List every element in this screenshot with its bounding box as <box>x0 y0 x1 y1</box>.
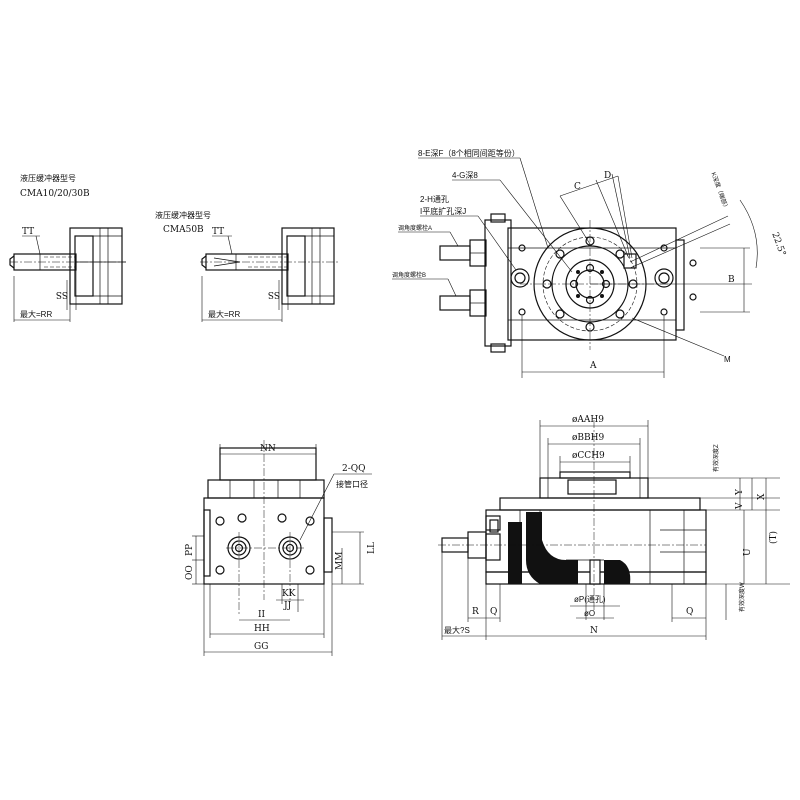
buffer-cma10-title: 液压缓冲器型号 <box>20 173 76 183</box>
label-ii: II <box>258 610 266 620</box>
label-8e-holes: 8-E深F（8个相同间距等份） <box>418 148 520 158</box>
label-2qq: 2-QQ <box>342 464 366 474</box>
buffer-cma10-tt: TT <box>22 227 34 237</box>
section-fill-center <box>526 512 578 584</box>
adjust-bolt-b-label: 调角度螺栓B <box>392 271 426 279</box>
label-x: X <box>757 493 767 500</box>
label-2h-sub: I平底扩孔深J <box>420 206 466 216</box>
label-n: N <box>590 626 598 636</box>
buffer-cma10-rr: 最大=RR <box>20 309 52 319</box>
buffer-cma50-group: 液压缓冲器型号 CMA50B TT SS 最大=RR <box>155 210 338 322</box>
label-y: Y <box>735 488 745 496</box>
buffer-cma50-title: 液压缓冲器型号 <box>155 210 211 220</box>
adjust-bolt-b <box>439 295 471 311</box>
label-k-depth: K深度（端部） <box>709 171 730 211</box>
label-m: M <box>724 355 731 364</box>
side-view-group: NN 2-QQ 接管口径 PP OO LL MM KK JJ II HH <box>185 440 377 656</box>
label-q-left: Q <box>490 607 497 617</box>
label-2qq-sub: 接管口径 <box>336 479 368 489</box>
front-view-group: øAAH9 øBBH9 øCCH9 有效深度Z Y V X (T) U 有效深度… <box>438 415 790 640</box>
label-v: V <box>735 502 745 510</box>
label-o: øO <box>584 609 595 618</box>
label-gg: GG <box>254 642 268 652</box>
label-s-max: 最大?S <box>444 625 470 635</box>
label-r: R <box>472 607 479 617</box>
label-mm: MM <box>335 552 345 570</box>
label-p-through: øP(通孔) <box>574 594 606 604</box>
label-cch9: øCCH9 <box>572 451 605 461</box>
buffer-cma10-model: CMA10/20/30B <box>20 189 90 199</box>
label-pp: PP <box>185 544 195 556</box>
label-w-depth: 有效深度W <box>738 582 746 612</box>
label-u: U <box>743 548 753 556</box>
buffer-cma10-nut <box>74 235 94 297</box>
top-view-group: 调角度螺栓A 调角度螺栓B <box>392 148 787 378</box>
label-d: D <box>604 171 611 181</box>
label-c: C <box>574 182 581 192</box>
label-b: B <box>728 275 735 285</box>
label-2h-holes: 2-H通孔 <box>420 194 449 204</box>
buffer-cma10-ss: SS <box>56 289 68 299</box>
label-22-5: 22.5° <box>769 231 787 257</box>
buffer-cma50-ss: SS <box>268 289 280 299</box>
label-oo: OO <box>185 565 195 580</box>
section-fill-left <box>508 522 522 584</box>
buffer-cma10-body <box>69 227 123 305</box>
adjust-bolt-a <box>439 245 471 261</box>
label-hh: HH <box>254 624 270 634</box>
label-bbh9: øBBH9 <box>572 433 604 443</box>
buffer-cma50-tt: TT <box>212 227 224 237</box>
adjust-bolt-a-label: 调角度螺栓A <box>398 224 432 232</box>
label-aah9: øAAH9 <box>572 415 604 425</box>
label-z-depth: 有效深度Z <box>712 444 720 472</box>
label-q-right: Q <box>686 607 693 617</box>
label-a: A <box>589 361 597 371</box>
label-4g-holes: 4-G深8 <box>452 171 478 180</box>
buffer-cma50-model: CMA50B <box>163 225 204 235</box>
buffer-cma50-body <box>281 227 335 305</box>
label-t: (T) <box>768 531 779 544</box>
buffer-cma10-group: 液压缓冲器型号 CMA10/20/30B TT SS 最大=RR <box>9 173 126 322</box>
label-ll: LL <box>367 542 377 554</box>
label-jj: JJ <box>283 601 292 611</box>
label-nn: NN <box>260 444 276 454</box>
buffer-cma50-rr: 最大=RR <box>208 309 240 319</box>
label-kk: KK <box>282 589 296 599</box>
